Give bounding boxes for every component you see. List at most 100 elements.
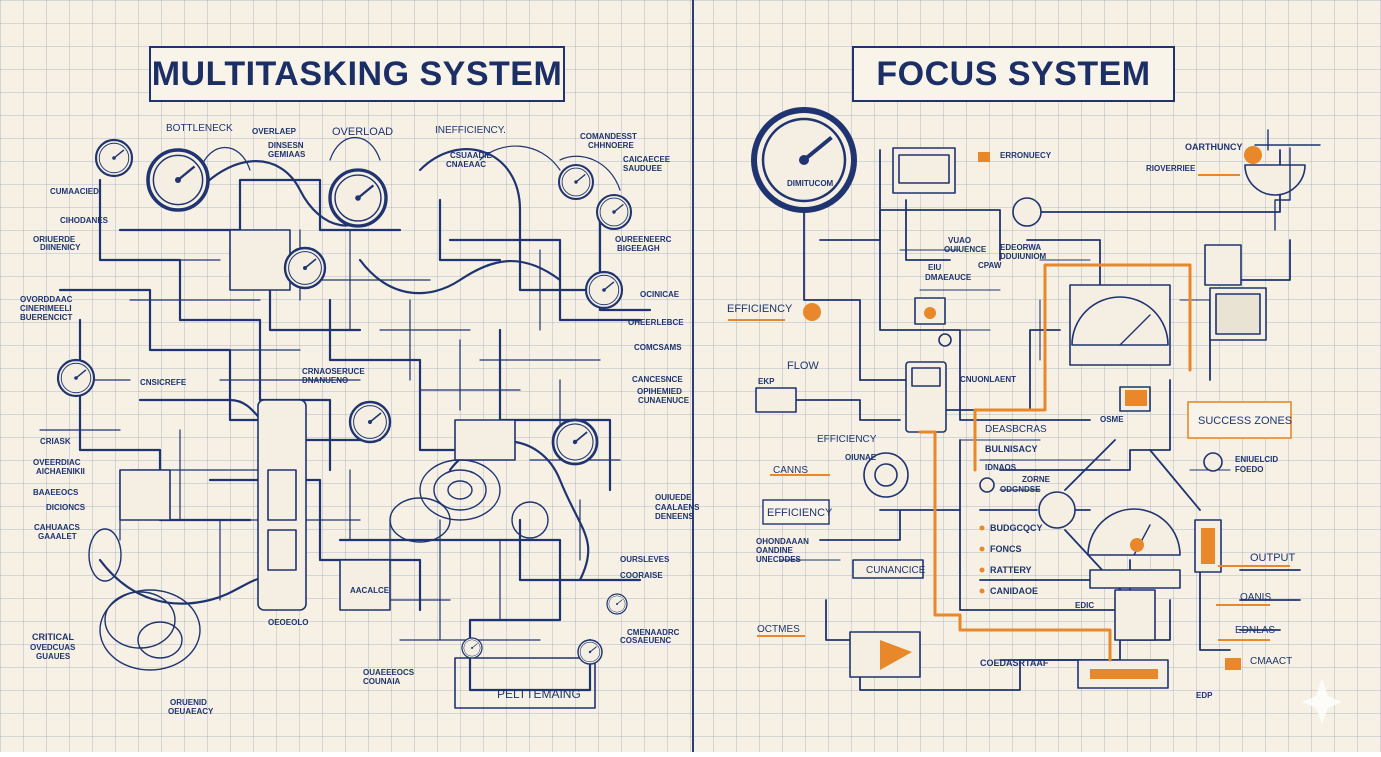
diagram-label: EDIC	[1075, 601, 1094, 610]
diagram-label: OVORDDAAC	[20, 295, 73, 304]
diagram-label: OUTPUT	[1250, 552, 1296, 564]
diagram-label: IDNAOS	[985, 463, 1017, 472]
diagram-label: CANNS	[773, 465, 808, 476]
diagram-label: CANCESNCE	[632, 375, 683, 384]
diagram-label: UNECDDES	[756, 555, 802, 564]
diagram-label: CRIASK	[40, 437, 71, 446]
diagram-label: EFFICIENCY	[817, 434, 877, 445]
diagram-label: DIINENICY	[40, 243, 81, 252]
diagram-label: CSUAADIE	[450, 151, 492, 160]
diagram-label: EDNLAS	[1235, 625, 1275, 636]
diagram-label: CNUONLAENT	[960, 375, 1016, 384]
diagram-label: DMAEAUCE	[925, 273, 972, 282]
diagram-label: BIGEEAGH	[617, 244, 660, 253]
diagram-label: COEDASRTAAF	[980, 658, 1049, 668]
diagram-label: CNAEAAC	[446, 160, 486, 169]
diagram-label: CPAW	[978, 261, 1002, 270]
diagram-label: DICIONCS	[46, 503, 86, 512]
diagram-label: DENEENS	[655, 512, 694, 521]
diagram-label: OARTHUNCY	[1185, 142, 1243, 152]
diagram-label: OCINICAE	[640, 290, 680, 299]
diagram-label: EDEORWA	[1000, 243, 1041, 252]
sparkle-watermark-icon	[1302, 678, 1342, 724]
diagram-label: CUMAACIED	[50, 187, 99, 196]
diagram-label: OUIUENCE	[944, 245, 987, 254]
diagram-label: OEOEOLO	[268, 618, 308, 627]
diagram-label: OUREENEERC	[615, 235, 672, 244]
diagram-label: AICHAENIKII	[36, 467, 85, 476]
diagram-label: CUNAENUCE	[638, 396, 690, 405]
diagram-label: CMAACT	[1250, 656, 1292, 667]
diagram-label: BUERENCICT	[20, 313, 73, 322]
diagram-label: OVERLOAD	[332, 126, 393, 138]
diagram-label: OURSLEVES	[620, 555, 670, 564]
diagram-label: DEASBCRAS	[985, 424, 1047, 435]
diagram-label: SUCCESS ZONES	[1198, 415, 1292, 427]
diagram-label: BULNISACY	[985, 444, 1038, 454]
diagram-label: FONCS	[990, 544, 1022, 554]
diagram-label: CAICAECEE	[623, 155, 671, 164]
right-label-group: ERRONUECY OARTHUNCY RIOVERRIEE EFFICIENCY FL…	[727, 142, 1296, 700]
diagram-label: FOEDO	[1235, 465, 1263, 474]
diagram-label: OVEDCUAS	[30, 643, 76, 652]
diagram-label: BAAEEOCS	[33, 488, 79, 497]
diagram-label: OHONDAAAN	[756, 537, 809, 546]
diagram-label: CAHUAACS	[34, 523, 80, 532]
diagram-label: GAAALET	[38, 532, 77, 541]
multitasking-system-title: MULTITASKING SYSTEM	[149, 46, 565, 102]
diagram-label: OUAEEEOCS	[363, 668, 415, 677]
diagram-label: RATTERY	[990, 565, 1032, 575]
diagram-label: PELTTEMAING	[497, 687, 581, 701]
diagram-label: GEMIAAS	[268, 150, 306, 159]
bottom-strip	[0, 752, 1381, 757]
diagram-label: OEUAEACY	[168, 707, 214, 716]
diagram-label: OCTMES	[757, 624, 800, 635]
diagram-label: OANIS	[1240, 592, 1271, 603]
diagram-label: COMANDESST	[580, 132, 637, 141]
diagram-label: ENIUELCID	[1235, 455, 1278, 464]
bullet-dots	[980, 526, 985, 594]
diagram-label: OHEERLEBCE	[628, 318, 684, 327]
diagram-label: CRNAOSERUCE	[302, 367, 365, 376]
diagram-label: RIOVERRIEE	[1146, 164, 1196, 173]
diagram-label: OVERLAEP	[252, 127, 297, 136]
diagram-label: ZORNE	[1022, 475, 1051, 484]
diagram-label: CINERIMEELI	[20, 304, 72, 313]
diagram-label: ORUENID	[170, 698, 207, 707]
diagram-label: CIHODANES	[60, 216, 109, 225]
diagram-label: CANIDAOE	[990, 586, 1038, 596]
diagram-label: BUDGCQCY	[990, 523, 1043, 533]
diagram-label: COSAEUENC	[620, 636, 671, 645]
diagram-label: DDUIUNIOM	[1000, 252, 1047, 261]
diagram-label: CNSICREFE	[140, 378, 187, 387]
diagram-label: EKP	[758, 377, 775, 386]
diagram-label: BOTTLENECK	[166, 123, 233, 134]
diagram-label: CHHNOERE	[588, 141, 634, 150]
diagram-label: COUNAIA	[363, 677, 401, 686]
diagram-label: CRITICAL	[32, 632, 74, 642]
diagram-label: COORAISE	[620, 571, 663, 580]
diagram-label: INEFFICIENCY.	[435, 125, 506, 136]
diagram-label: OIUNAE	[845, 453, 877, 462]
diagram-label: OUIUEDE	[655, 493, 692, 502]
diagram-label: FLOW	[787, 360, 819, 372]
diagram-label: DIMITUCOM	[787, 179, 834, 188]
diagram-label: CAALAENS	[655, 503, 700, 512]
diagram-label: OVEERDIAC	[33, 458, 81, 467]
diagram-label: OANDINE	[756, 546, 794, 555]
focus-system-title: FOCUS SYSTEM	[852, 46, 1175, 102]
diagram-label: COMCSAMS	[634, 343, 682, 352]
diagram-label: AACALCE	[350, 586, 390, 595]
diagram-label: OSME	[1100, 415, 1124, 424]
diagram-label: DNANUENO	[302, 376, 348, 385]
diagram-label: EFFICIENCY	[767, 507, 833, 519]
diagram-label: VUAO	[948, 236, 971, 245]
diagram-label: GUAUES	[36, 652, 71, 661]
diagram-label: DINSESN	[268, 141, 304, 150]
diagram-label: EDP	[1196, 691, 1213, 700]
diagram-label: ERRONUECY	[1000, 151, 1052, 160]
diagram-label: ODGNDSE	[1000, 485, 1041, 494]
diagram-label: EIU	[928, 263, 942, 272]
